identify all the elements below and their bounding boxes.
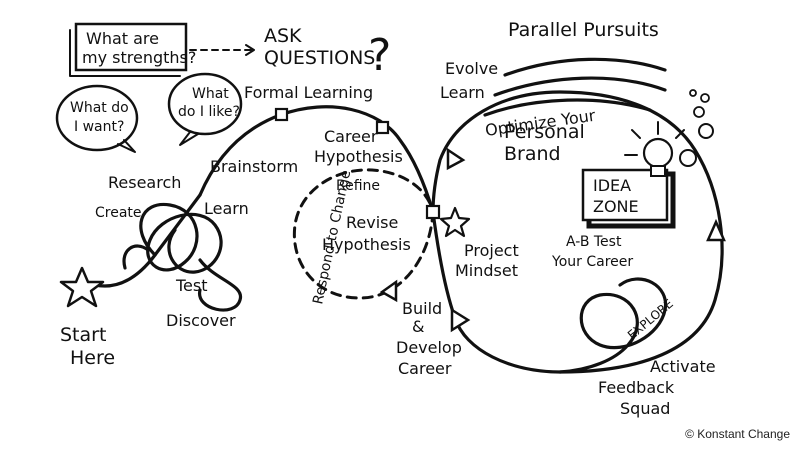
parallel-curve-mid: [493, 76, 667, 97]
project-mindset-line2: Mindset: [455, 261, 518, 280]
idea-zone-box: IDEA ZONE: [581, 168, 676, 229]
build-line1: Build: [402, 299, 442, 318]
test-label: Test: [175, 276, 208, 295]
activate-line2: Feedback: [598, 378, 675, 397]
idea-zone-line1: IDEA: [593, 176, 631, 195]
strengths-box: What are my strengths?: [69, 22, 196, 77]
career-hypothesis-line2: Hypothesis: [314, 147, 403, 166]
bubbles-decoration: [679, 89, 714, 167]
lightbulb-icon: [624, 121, 685, 177]
activate-line1: Activate: [650, 357, 716, 376]
parallel-curve-low: [483, 98, 652, 117]
create-label: Create: [95, 205, 142, 221]
question-mark-icon: ?: [368, 30, 391, 81]
build-amp: &: [412, 317, 424, 336]
career-hypothesis-line1: Career: [324, 127, 378, 146]
learning-scribble: [139, 202, 243, 312]
node-formal-learning: [274, 107, 289, 122]
start-loop: [122, 244, 150, 270]
want-line1: What do: [70, 100, 129, 116]
ask-questions-line2: QUESTIONS: [264, 47, 375, 69]
arrow-right-loop: [446, 147, 466, 171]
formal-learning-label: Formal Learning: [244, 83, 373, 102]
node-career-hypothesis: [375, 120, 390, 135]
ask-arrowhead: [245, 44, 255, 56]
build-line2: Develop: [396, 338, 462, 357]
brand-line: Brand: [504, 143, 561, 165]
ab-test-scribble: [558, 277, 668, 374]
evolve-label: Evolve: [445, 59, 498, 78]
ab-test-line1: A-B Test: [566, 234, 622, 250]
upper-arc: [198, 105, 435, 214]
revise-line1: Revise: [346, 213, 398, 232]
build-line3: Career: [398, 359, 452, 378]
brainstorm-label: Brainstorm: [210, 157, 298, 176]
parallel-pursuits-label: Parallel Pursuits: [508, 19, 659, 41]
ask-questions-line1: ASK: [264, 25, 302, 47]
strengths-line2: my strengths?: [82, 48, 196, 67]
lower-right-path: [431, 90, 724, 374]
revision-loop: [292, 168, 435, 300]
want-bubble: What do I want?: [55, 84, 139, 153]
copyright-notice: © Konstant Change: [685, 427, 790, 441]
personal-line: Personal: [504, 121, 585, 143]
learn-left-label: Learn: [204, 199, 249, 218]
idea-zone-line2: ZONE: [593, 197, 639, 216]
want-line2: I want?: [74, 119, 124, 135]
arrow-build: [450, 307, 471, 333]
discover-label: Discover: [166, 311, 236, 330]
project-mindset-line1: Project: [464, 241, 519, 260]
start-here-line2: Here: [70, 347, 115, 369]
learn-right-label: Learn: [440, 83, 485, 102]
arrow-revise: [379, 279, 398, 303]
like-line1: What: [192, 86, 229, 102]
start-here-line1: Start: [60, 324, 106, 346]
refine-label: Refine: [336, 178, 380, 194]
parallel-curve-top: [503, 57, 667, 77]
node-crossover: [425, 204, 441, 220]
activate-line3: Squad: [620, 399, 670, 418]
start-star-icon: [59, 266, 105, 308]
strengths-line1: What are: [86, 29, 159, 48]
like-line2: do I like?: [178, 104, 240, 120]
crossover-star-icon: [439, 206, 471, 238]
ab-test-line2: Your Career: [551, 254, 633, 270]
research-label: Research: [108, 173, 181, 192]
like-bubble: What do I like?: [167, 72, 243, 146]
arrow-idea: [706, 218, 726, 242]
revise-line2: Hypothesis: [322, 235, 411, 254]
